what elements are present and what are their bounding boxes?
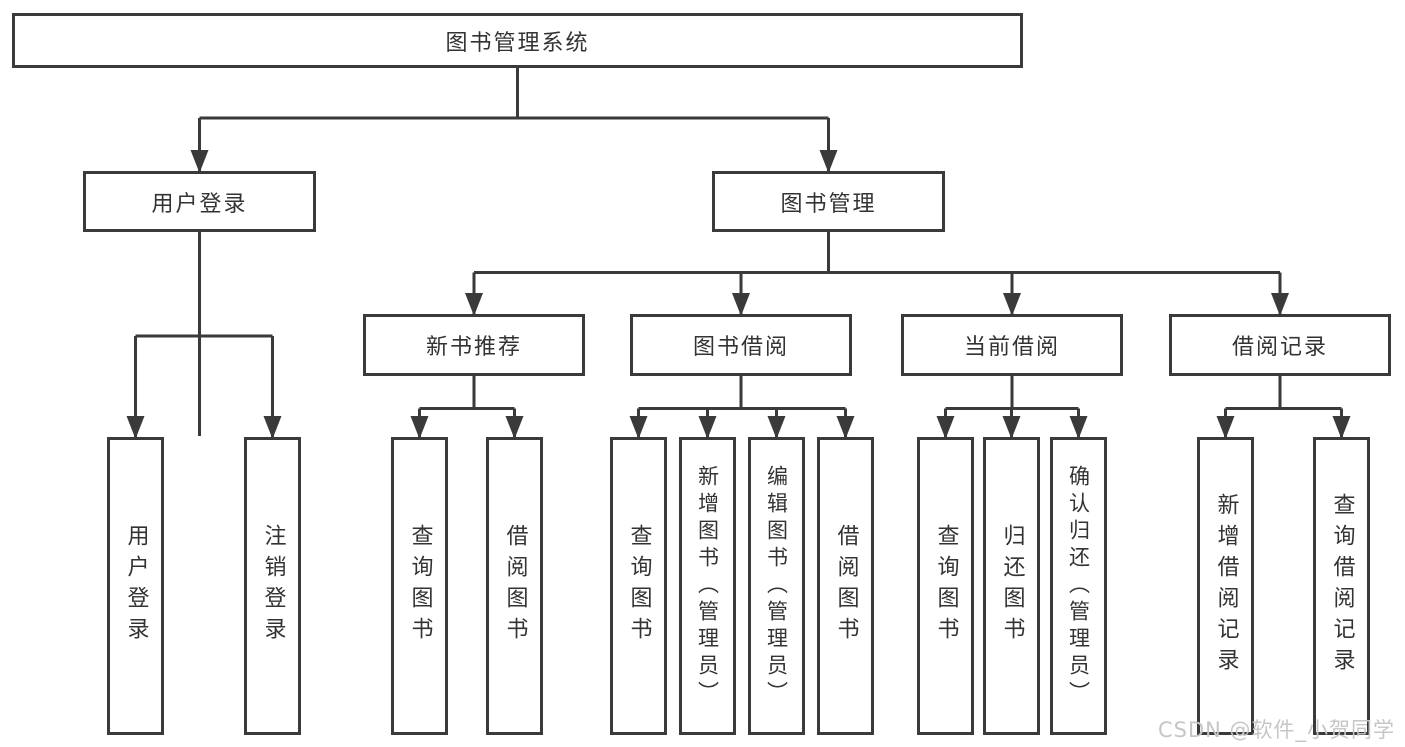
node-label: 归还图书	[999, 524, 1025, 648]
node-return-books: 归还图书	[983, 437, 1040, 735]
node-label: 图书管理系统	[445, 30, 590, 56]
node-borrow-books-borrowing: 借阅图书	[817, 437, 874, 735]
node-query-books-current: 查询图书	[917, 437, 974, 735]
node-label: 图书管理	[780, 191, 877, 217]
connector-book-management-to-level2	[465, 232, 1289, 316]
node-label: 新增图书（管理员）	[695, 464, 720, 708]
node-label: 借阅图书	[833, 524, 859, 648]
connector-borrowing-records-to-leaves	[1216, 376, 1351, 439]
node-query-borrow-record: 查询借阅记录	[1313, 437, 1370, 735]
node-user-login-leaf: 用户登录	[107, 437, 164, 735]
node-label: 新增借阅记录	[1213, 493, 1239, 679]
node-label: 查询图书	[407, 524, 433, 648]
node-current-borrowing: 当前借阅	[901, 314, 1123, 376]
node-borrowing-records: 借阅记录	[1169, 314, 1391, 376]
connector-root-to-level1	[190, 68, 838, 436]
node-add-borrow-record: 新增借阅记录	[1197, 437, 1254, 735]
node-label: 图书借阅	[692, 335, 789, 360]
node-label: 查询图书	[626, 524, 652, 648]
connector-book-borrowing-to-leaves	[629, 376, 855, 439]
node-label: 确认归还（管理员）	[1066, 464, 1091, 708]
node-book-borrowing: 图书借阅	[630, 314, 852, 376]
node-new-book-recommend: 新书推荐	[363, 314, 585, 376]
node-label: 查询图书	[933, 524, 959, 648]
node-book-management: 图书管理	[712, 171, 945, 232]
csdn-watermark: CSDN @软件_小贺同学	[1158, 718, 1396, 742]
node-add-books-admin: 新增图书（管理员）	[679, 437, 736, 735]
node-label: 借阅图书	[502, 524, 528, 648]
connector-new-book-recommend-to-leaves	[410, 376, 524, 439]
node-label: 编辑图书（管理员）	[764, 464, 789, 708]
node-confirm-return-admin: 确认归还（管理员）	[1050, 437, 1107, 735]
node-label: 注销登录	[260, 524, 286, 648]
node-query-books-borrowing: 查询图书	[610, 437, 667, 735]
node-logout-leaf: 注销登录	[244, 437, 301, 735]
node-label: 查询借阅记录	[1329, 493, 1355, 679]
node-label: 用户登录	[151, 191, 248, 217]
node-query-books-recommend: 查询图书	[391, 437, 448, 735]
node-label: 用户登录	[123, 524, 149, 648]
node-library-management-system: 图书管理系统	[12, 13, 1023, 68]
node-label: 当前借阅	[963, 335, 1060, 360]
node-borrow-books-recommend: 借阅图书	[486, 437, 543, 735]
node-user-login: 用户登录	[83, 171, 316, 232]
node-edit-books-admin: 编辑图书（管理员）	[748, 437, 805, 735]
connector-current-borrowing-to-leaves	[936, 376, 1088, 439]
node-label: 新书推荐	[425, 335, 522, 360]
node-label: 借阅记录	[1231, 335, 1328, 360]
connector-user-login-to-leaves	[126, 232, 282, 439]
